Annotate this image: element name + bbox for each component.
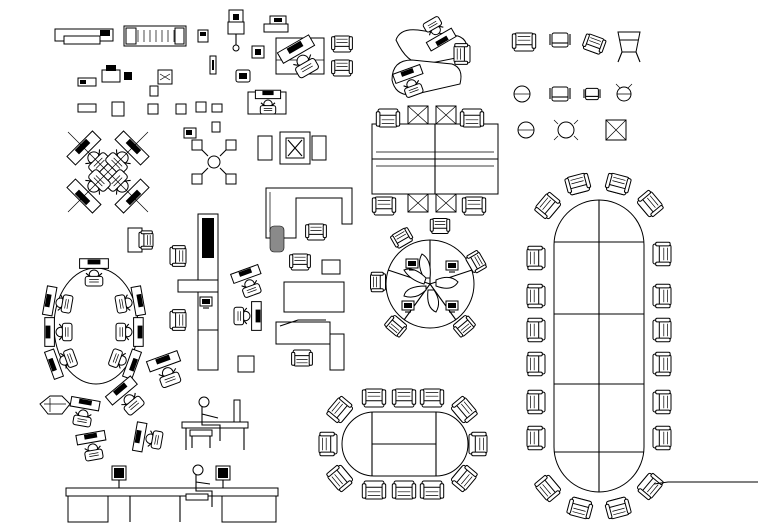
four-person-cross-cluster: [66, 130, 150, 214]
chair-type-legend: [511, 32, 640, 140]
seated-person-elevation: [182, 397, 248, 450]
desk-row-elevation: [66, 465, 278, 522]
radial-five-seat-workstation: [370, 218, 488, 339]
coat-stand-block: [176, 10, 288, 138]
lounge-chair-icons: [40, 350, 188, 463]
annotation-leader-line: [654, 482, 758, 484]
flower-table-cluster: [192, 140, 236, 184]
large-boardroom-table: [526, 171, 672, 521]
four-pod-workstation: [372, 106, 498, 216]
small-oval-conference-table: [318, 388, 488, 500]
l-shaped-desk-block: [266, 188, 352, 252]
curved-desk-pair: [392, 12, 471, 101]
oval-meeting-lounge: [42, 228, 154, 384]
reception-desk-block: [276, 253, 344, 370]
executive-desk-block: [248, 34, 353, 164]
printer-block-group: [55, 26, 208, 116]
back-to-back-workstations: [169, 214, 268, 372]
